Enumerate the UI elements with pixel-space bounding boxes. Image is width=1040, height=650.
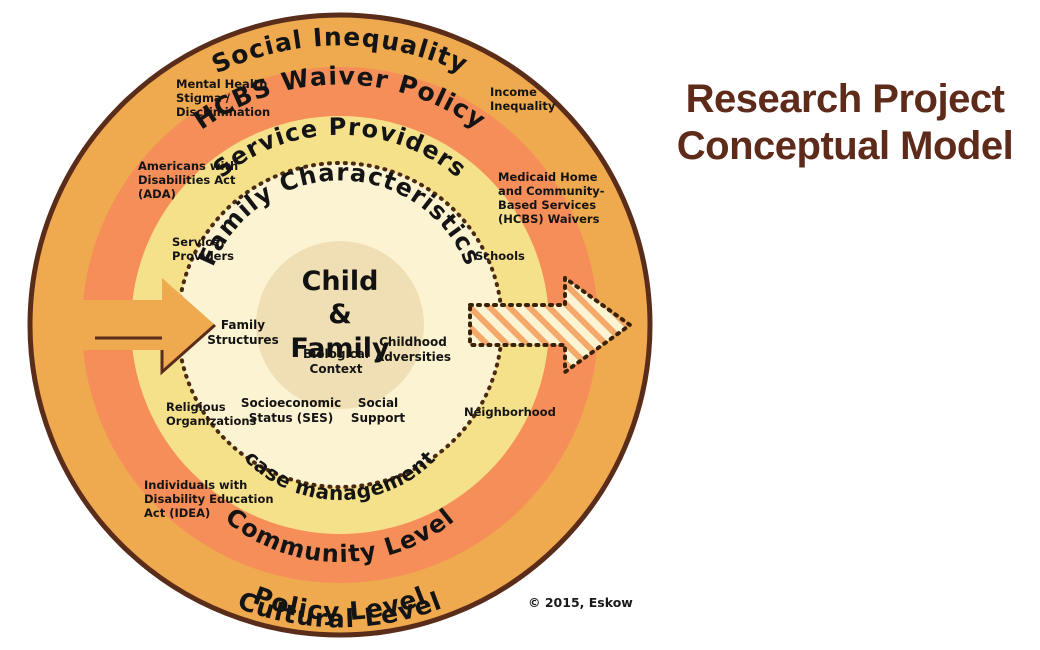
core-line-ampersand: & [328,299,352,330]
svg-text:Individuals with: Individuals with [144,478,247,492]
svg-text:and Community-: and Community- [498,184,605,198]
side-note-group: Mental Health Stigma / Discrimination In… [138,77,605,520]
svg-text:Inequality: Inequality [490,99,556,113]
svg-text:Disabilities Act: Disabilities Act [138,173,236,187]
svg-text:Americans with: Americans with [138,159,238,173]
svg-text:Medicaid Home: Medicaid Home [498,170,598,184]
inner-note-childhood-adversities: Childhood Adversities [375,335,451,364]
ring-child-family-core [256,241,424,409]
svg-text:Social: Social [358,396,398,410]
side-note-neighborhood: Neighborhood [464,405,556,419]
svg-text:(ADA): (ADA) [138,187,176,201]
page-title-line-1: Research Project [685,77,1005,121]
core-line-family: Family [290,333,390,364]
svg-text:Family: Family [221,318,265,332]
svg-text:Act (IDEA): Act (IDEA) [144,506,210,520]
svg-text:Adversities: Adversities [375,350,451,364]
svg-text:Mental Health: Mental Health [176,77,267,91]
svg-text:Structures: Structures [207,333,278,347]
svg-text:Status (SES): Status (SES) [249,411,334,425]
ring-stack [27,12,653,638]
svg-text:Religious: Religious [166,400,226,414]
outbound-arrow [468,274,634,376]
svg-text:Neighborhood: Neighborhood [464,405,556,419]
svg-text:Disability Education: Disability Education [144,492,274,506]
side-note-idea-act: Individuals with Disability Education Ac… [144,478,274,520]
core-label-group: Child & Family [290,266,390,364]
svg-text:Biological: Biological [303,347,369,361]
svg-text:Income: Income [490,85,537,99]
arrow-group [60,274,634,376]
page-title-line-2: Conceptual Model [676,124,1014,169]
svg-text:Childhood: Childhood [379,335,447,349]
side-note-americans-disabilities-act: Americans with Disabilities Act (ADA) [138,159,238,201]
side-note-income-inequality: Income Inequality [490,85,556,113]
svg-text:Context: Context [310,362,363,376]
svg-text:Socioeconomic: Socioeconomic [241,396,341,410]
copyright-notice: © 2015, Eskow [528,595,633,610]
side-note-schools: Schools [475,249,525,263]
svg-text:Discrimination: Discrimination [176,105,270,119]
core-line-child: Child [302,266,379,297]
svg-text:Schools: Schools [475,249,525,263]
inbound-arrow [60,278,215,372]
inner-note-socioeconomic-status: Socioeconomic Status (SES) [241,396,341,425]
svg-text:Organizations: Organizations [166,414,257,428]
svg-text:Providers: Providers [172,249,234,263]
page-title: Research Project Conceptual Model [660,76,1030,170]
side-note-medicaid-hcbs-waivers: Medicaid Home and Community- Based Servi… [498,170,605,226]
svg-text:Support: Support [351,411,406,425]
svg-text:Service: Service [172,235,220,249]
svg-text:(HCBS) Waivers: (HCBS) Waivers [498,212,600,226]
side-note-mental-health-stigma: Mental Health Stigma / Discrimination [176,77,270,119]
side-note-service-providers: Service Providers [172,235,234,263]
inner-note-group: Family Structures Biological Context Chi… [207,318,451,425]
inner-note-family-structures: Family Structures [207,318,278,347]
svg-text:Stigma /: Stigma / [176,91,231,105]
svg-text:Based Services: Based Services [498,198,596,212]
inner-note-social-support: Social Support [351,396,406,425]
side-note-religious-organizations: Religious Organizations [166,400,257,428]
inner-note-biological-context: Biological Context [303,347,369,376]
inbound-arrow-outline [95,323,216,376]
